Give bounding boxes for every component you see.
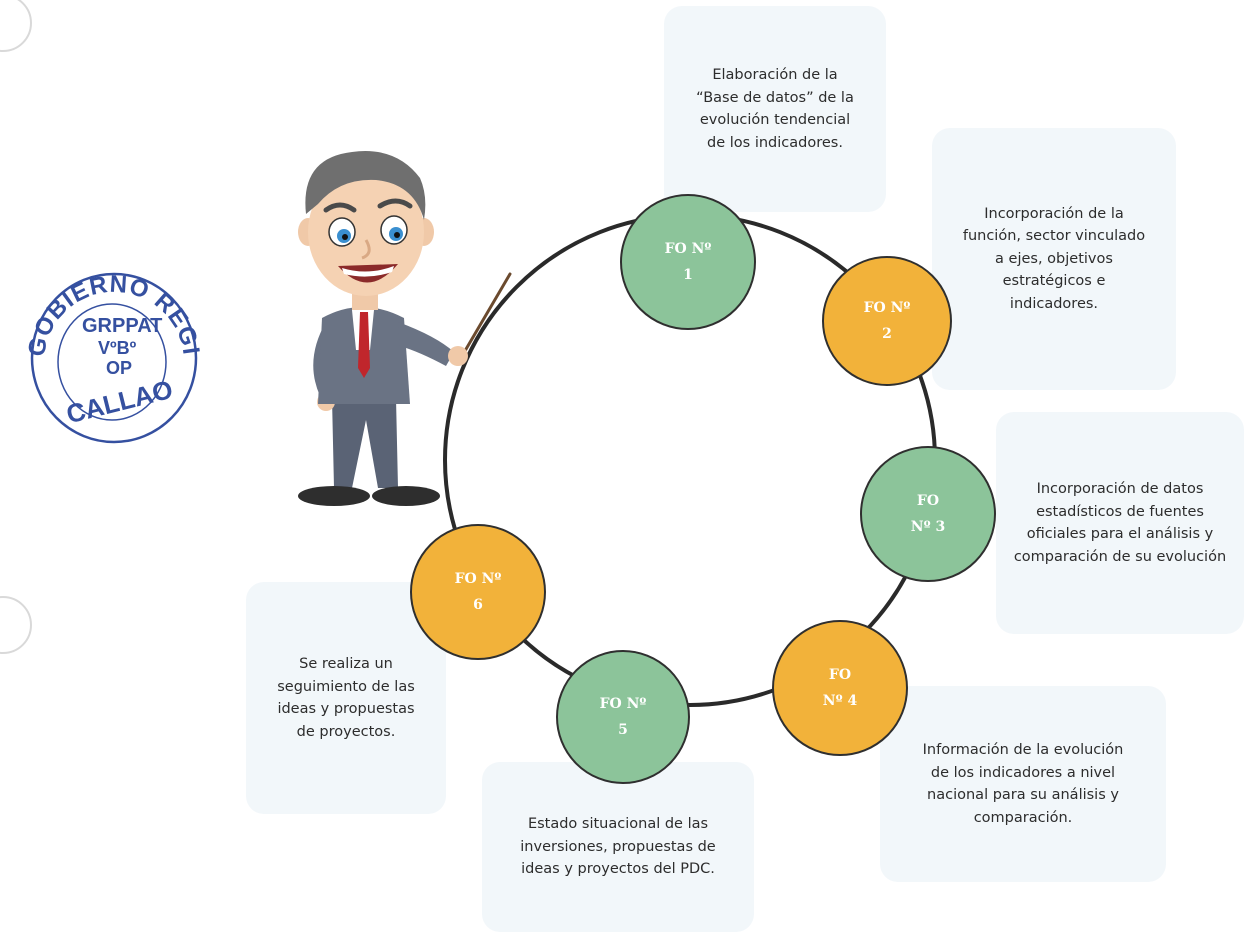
- svg-text:GRPPAT: GRPPAT: [82, 315, 162, 337]
- svg-text:OP: OP: [106, 358, 132, 378]
- step-1-text: Elaboración de la “Base de datos” de la …: [696, 67, 854, 151]
- step-4-text: Información de la evolución de los indic…: [922, 742, 1124, 826]
- step-3-description: Incorporación de datos estadísticos de f…: [996, 412, 1244, 634]
- step-node-2: FO Nº 2: [822, 256, 952, 386]
- step-node-1-label: FO Nº 1: [664, 241, 712, 283]
- step-6-description: Se realiza un seguimiento de las ideas y…: [246, 582, 446, 814]
- step-2-description: Incorporación de la función, sector vinc…: [932, 128, 1176, 390]
- step-4-description: Información de la evolución de los indic…: [880, 686, 1166, 882]
- step-node-3: FO Nº 3: [860, 446, 996, 582]
- step-node-3-label: FO Nº 3: [910, 493, 946, 535]
- step-node-5-label: FO Nº 5: [599, 696, 647, 738]
- step-6-text: Se realiza un seguimiento de las ideas y…: [277, 656, 415, 740]
- svg-text:VºBº: VºBº: [98, 338, 137, 358]
- step-1-description: Elaboración de la “Base de datos” de la …: [664, 6, 886, 212]
- step-node-6-label: FO Nº 6: [454, 571, 502, 613]
- page-edge-mark: [0, 0, 32, 52]
- presenter-illustration: [298, 151, 512, 506]
- step-5-text: Estado situacional de las inversiones, p…: [520, 816, 716, 878]
- svg-text:CALLAO: CALLAO: [63, 374, 175, 429]
- step-2-text: Incorporación de la función, sector vinc…: [962, 205, 1146, 312]
- official-stamp: GOBIERNO REGIONAL GRPPAT VºBº OP CALLAO: [26, 266, 202, 444]
- step-node-2-label: FO Nº 2: [863, 300, 911, 342]
- step-node-6: FO Nº 6: [410, 524, 546, 660]
- step-node-5: FO Nº 5: [556, 650, 690, 784]
- step-node-1: FO Nº 1: [620, 194, 756, 330]
- step-5-description: Estado situacional de las inversiones, p…: [482, 762, 754, 932]
- step-3-text: Incorporación de datos estadísticos de f…: [1013, 481, 1227, 565]
- step-node-4-label: FO Nº 4: [822, 667, 858, 709]
- step-node-4: FO Nº 4: [772, 620, 908, 756]
